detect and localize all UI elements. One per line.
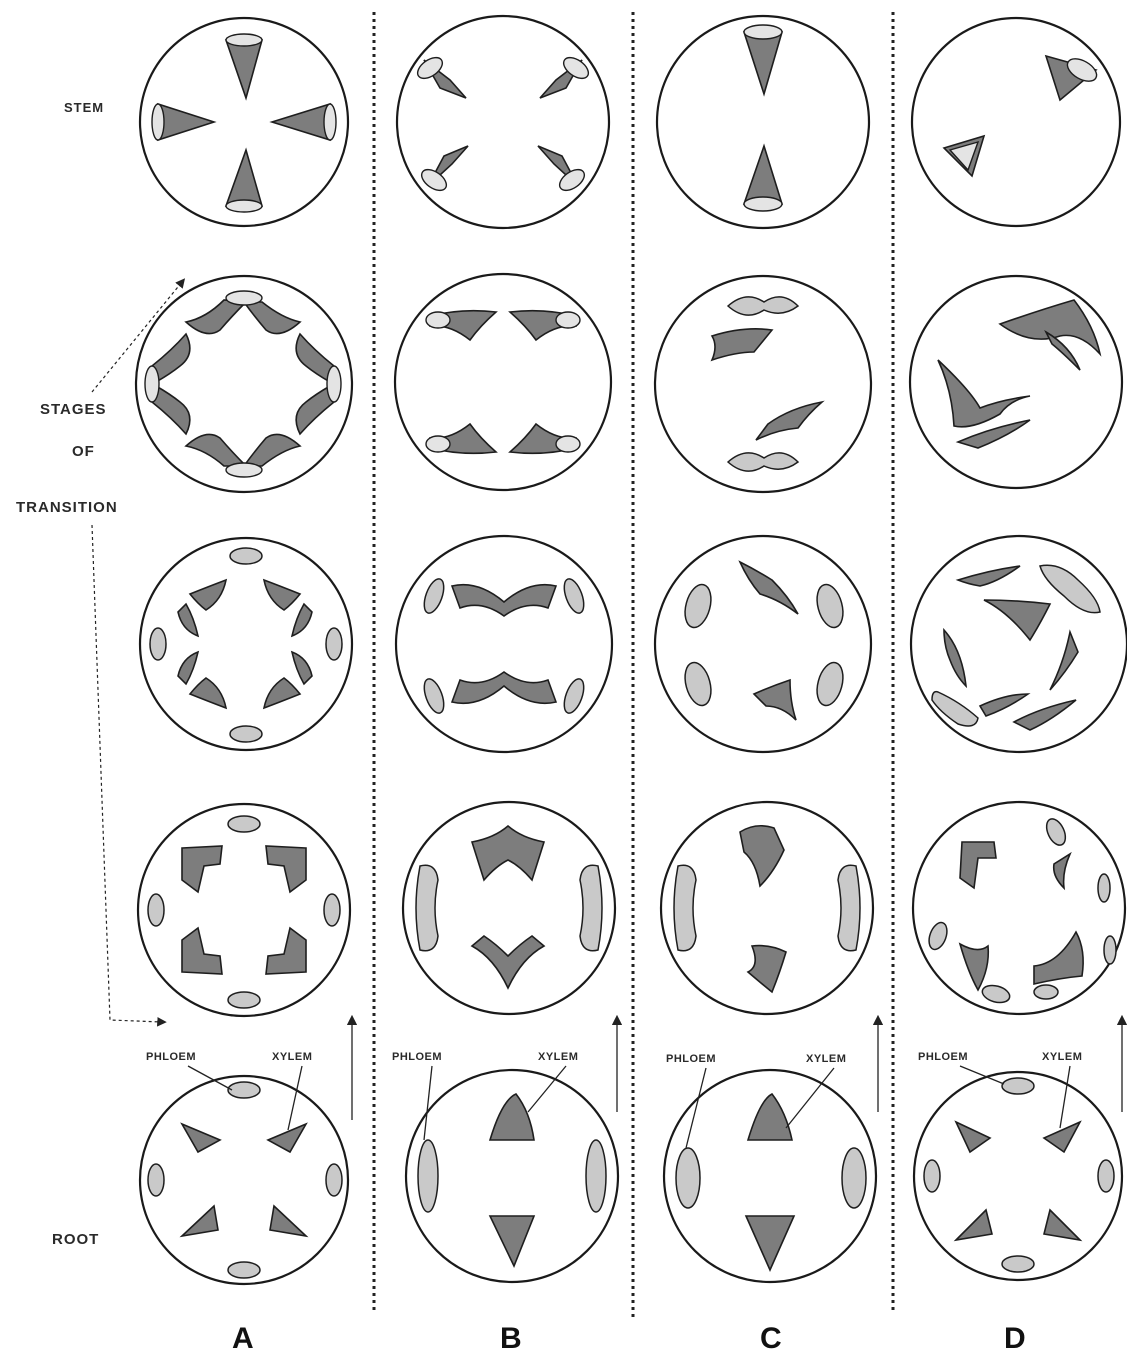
section-d-stage-2 — [911, 536, 1127, 752]
section-d-stem — [912, 18, 1120, 226]
column-c: PHLOEM XYLEM — [655, 16, 876, 1282]
section-c-stage-3 — [661, 802, 873, 1014]
section-c-stage-2 — [655, 536, 871, 752]
xylem-label-a: XYLEM — [272, 1051, 312, 1063]
of-label: OF — [72, 443, 95, 460]
section-a-stem — [140, 18, 348, 226]
transition-label: TRANSITION — [16, 499, 118, 516]
section-b-root — [406, 1070, 618, 1282]
column-label-c: C — [760, 1322, 782, 1354]
column-label-a: A — [232, 1322, 254, 1354]
section-c-stem — [657, 16, 869, 228]
section-d-stage-3 — [913, 802, 1125, 1014]
section-c-stage-1 — [655, 276, 871, 492]
xylem-label-c: XYLEM — [806, 1053, 846, 1065]
column-d: PHLOEM XYLEM — [910, 18, 1127, 1280]
section-b-stage-1 — [395, 274, 611, 490]
section-a-stage-3 — [138, 804, 350, 1016]
section-b-stem — [397, 16, 609, 228]
phloem-label-d: PHLOEM — [918, 1051, 968, 1063]
section-d-stage-1 — [910, 276, 1122, 488]
phloem-label-c: PHLOEM — [666, 1053, 716, 1065]
section-a-stage-2 — [140, 538, 352, 750]
phloem-label-b: PHLOEM — [392, 1051, 442, 1063]
section-c-root — [664, 1070, 876, 1282]
section-b-stage-2 — [396, 536, 612, 752]
section-a-stage-1 — [136, 276, 352, 492]
section-a-root — [140, 1076, 348, 1284]
stem-label: STEM — [64, 100, 104, 115]
section-b-stage-3 — [403, 802, 615, 1014]
stages-label: STAGES — [40, 401, 107, 418]
section-d-root — [914, 1072, 1122, 1280]
column-label-b: B — [500, 1322, 522, 1354]
phloem-label-a: PHLOEM — [146, 1051, 196, 1063]
column-label-d: D — [1004, 1322, 1026, 1354]
column-a: PHLOEM XYLEM — [136, 18, 352, 1284]
root-label: ROOT — [52, 1231, 99, 1248]
xylem-label-d: XYLEM — [1042, 1051, 1082, 1063]
xylem-label-b: XYLEM — [538, 1051, 578, 1063]
column-b: PHLOEM XYLEM — [392, 16, 618, 1282]
